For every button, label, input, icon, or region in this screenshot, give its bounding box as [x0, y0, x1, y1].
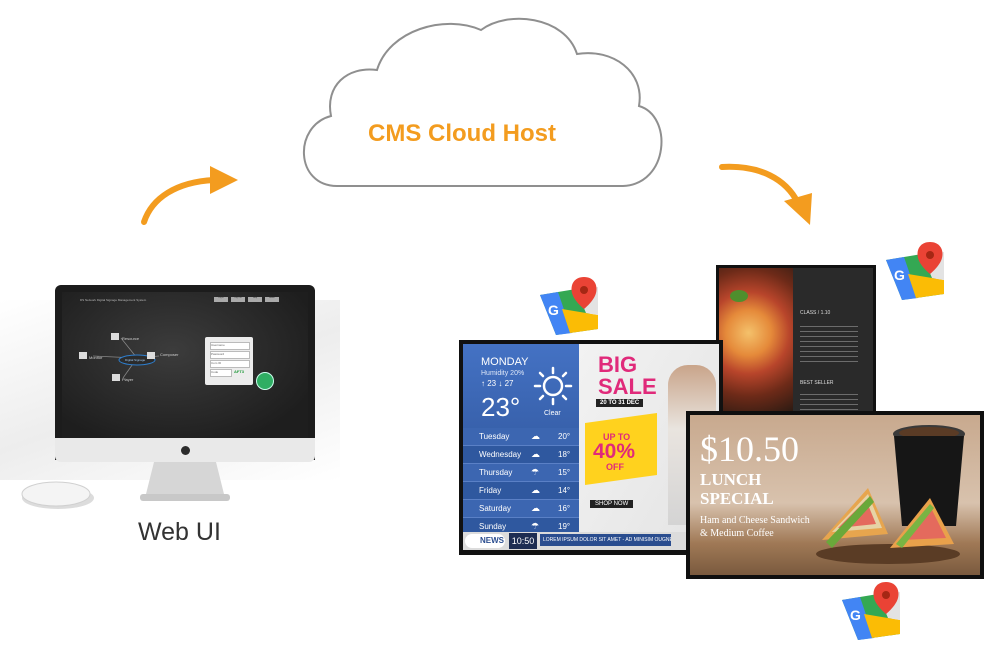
menu-lines — [800, 322, 858, 362]
map-pin-icon: G — [540, 277, 598, 335]
login-field[interactable]: Com ID — [210, 360, 250, 368]
storm-cloud-icon: ☁ — [531, 485, 540, 495]
screen-tab[interactable]: About — [265, 297, 279, 302]
screen-header: DS Network Digital Signage Management Sy… — [80, 298, 147, 302]
login-field[interactable]: Username — [210, 342, 250, 350]
forecast-temp: 16° — [558, 504, 571, 513]
forecast-day: Sunday — [479, 522, 507, 531]
sale-upto: UP TO — [603, 432, 631, 442]
lunch-price: $10.50 — [700, 429, 799, 469]
login-field[interactable]: Password — [210, 351, 250, 359]
imac-stand — [140, 462, 230, 501]
cloud-icon: ☁ — [531, 449, 540, 459]
map-pin-icon: G — [842, 582, 900, 640]
sun-icon — [533, 366, 573, 406]
sale-dates: 20 TO 31 DEC — [596, 399, 644, 407]
forecast-day: Thursday — [479, 468, 513, 477]
map-pin-icon: G — [886, 242, 944, 300]
cloud-title: CMS Cloud Host — [368, 120, 556, 147]
login-code: AFT3 — [234, 369, 244, 374]
node-digital-signage: Digital Signage — [125, 358, 146, 362]
weather-condition: Clear — [544, 410, 561, 417]
screen-tab[interactable]: Log In — [214, 297, 228, 302]
forecast-day: Friday — [479, 486, 502, 495]
weather-day: MONDAY — [481, 356, 529, 368]
arrow-right-icon — [719, 163, 812, 225]
forecast-temp: 20° — [558, 432, 571, 441]
forecast-day: Wednesday — [479, 450, 522, 459]
sale-off: OFF — [606, 462, 624, 472]
sale-sale: SALE — [598, 374, 657, 399]
rain-cloud-icon: ☂ — [531, 467, 540, 477]
cloud-icon: ☁ — [531, 503, 540, 513]
news-badge — [465, 534, 505, 548]
forecast-temp: 15° — [558, 468, 571, 477]
cloud-icon: ☁ — [531, 431, 540, 441]
menu-lines — [800, 390, 858, 410]
forecast-row: Saturday ☁ 16° — [463, 500, 579, 518]
forecast-day: Tuesday — [479, 432, 510, 441]
screen-tab[interactable]: Help — [248, 297, 262, 302]
weather-hilo: ↑ 23 ↓ 27 — [481, 379, 514, 388]
cloud-shape — [303, 17, 663, 187]
sale-percent: 40% — [593, 440, 636, 463]
news-ticker: LOREM IPSUM DOLOR SIT AMET - AD MINISIM … — [540, 534, 671, 546]
monitor-screen — [62, 292, 308, 438]
rain-cloud-icon: ☂ — [531, 521, 540, 531]
forecast-row: Thursday ☂ 15° — [463, 464, 579, 482]
news-time: 10:50 — [509, 533, 537, 549]
svg-text:G: G — [850, 607, 861, 623]
lunch-line2: SPECIAL — [700, 489, 774, 508]
lunch-desc1: Ham and Cheese Sandwich — [700, 515, 810, 526]
forecast-row: Tuesday ☁ 20° — [463, 428, 579, 446]
node-resource: Resource — [122, 336, 140, 341]
screen-node-diagram — [79, 333, 160, 381]
login-field[interactable]: Code — [210, 369, 232, 377]
forecast-row: Friday ☁ 14° — [463, 482, 579, 500]
lunch-desc2: & Medium Coffee — [700, 528, 774, 539]
login-button-icon[interactable] — [256, 372, 274, 390]
forecast-day: Saturday — [479, 504, 512, 513]
screen-tabs: Log In Log Out Help About — [214, 297, 279, 302]
camera-dot — [181, 446, 190, 455]
weather-temp: 23° — [481, 392, 521, 422]
svg-text:G: G — [548, 302, 559, 318]
forecast-temp: 14° — [558, 486, 571, 495]
node-composer: Composer — [160, 352, 179, 357]
lunch-line1: LUNCH — [700, 470, 762, 489]
forecast-temp: 18° — [558, 450, 571, 459]
news-label: NEWS — [480, 536, 504, 545]
menu-section-1: CLASS / 1.10 — [800, 310, 831, 316]
arrow-left-icon — [141, 166, 238, 225]
pizza-image — [719, 268, 793, 412]
screen-tab[interactable]: Log Out — [231, 297, 245, 302]
forecast-table: Tuesday ☁ 20° Wednesday ☁ 18° Thursday ☂… — [463, 428, 579, 535]
webui-label: Web UI — [138, 518, 221, 546]
coffee-cup-icon — [893, 425, 965, 526]
forecast-temp: 19° — [558, 522, 571, 531]
menu-section-2: BEST SELLER — [800, 380, 834, 386]
node-player: Player — [122, 377, 134, 382]
shop-now-button[interactable]: SHOP NOW — [590, 500, 634, 508]
sandwich-icon — [816, 488, 960, 564]
svg-text:G: G — [894, 267, 905, 283]
forecast-row: Wednesday ☁ 18° — [463, 446, 579, 464]
basil-leaf — [730, 290, 748, 302]
sale-big: BIG — [598, 352, 638, 377]
weather-humidity: Humidity 20% — [481, 370, 525, 377]
mouse-icon — [21, 481, 94, 509]
node-monitor: Monitor — [89, 355, 103, 360]
forecast-row: Sunday ☂ 19° — [463, 518, 579, 535]
